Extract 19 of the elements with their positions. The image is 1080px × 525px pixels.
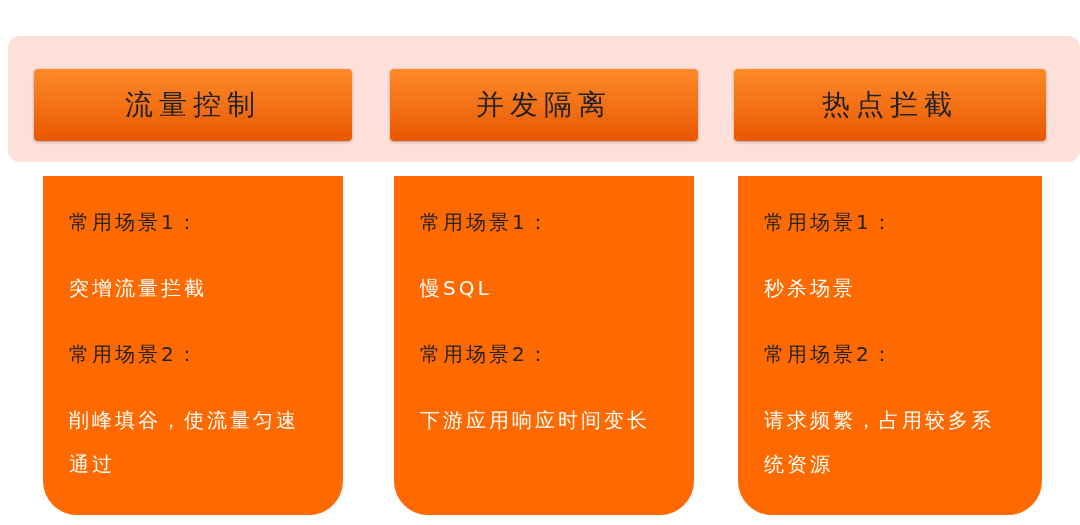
content-card: [394, 176, 694, 515]
header-bar: 热点拦截: [734, 69, 1046, 141]
scenario-heading: 常用场景1：: [764, 209, 896, 236]
scenario-text: 秒杀场景: [764, 275, 857, 302]
scenario-heading: 常用场景1：: [69, 209, 201, 236]
scenario-heading: 常用场景2：: [420, 341, 552, 368]
header-bar: 流量控制: [34, 69, 352, 141]
content-card: [43, 176, 343, 515]
scenario-text: 突增流量拦截: [69, 275, 208, 302]
scenario-text: 请求频繁，占用较多系统资源: [764, 407, 995, 478]
scenario-text: 下游应用响应时间变长: [420, 407, 651, 434]
content-card: [738, 176, 1042, 515]
scenario-heading: 常用场景1：: [420, 209, 552, 236]
scenario-heading: 常用场景2：: [69, 341, 201, 368]
scenario-text: 削峰填谷，使流量匀速通过: [69, 407, 300, 478]
scenario-text: 慢SQL: [420, 275, 493, 302]
header-bar: 并发隔离: [390, 69, 698, 141]
header-band: [8, 36, 1080, 162]
scenario-heading: 常用场景2：: [764, 341, 896, 368]
